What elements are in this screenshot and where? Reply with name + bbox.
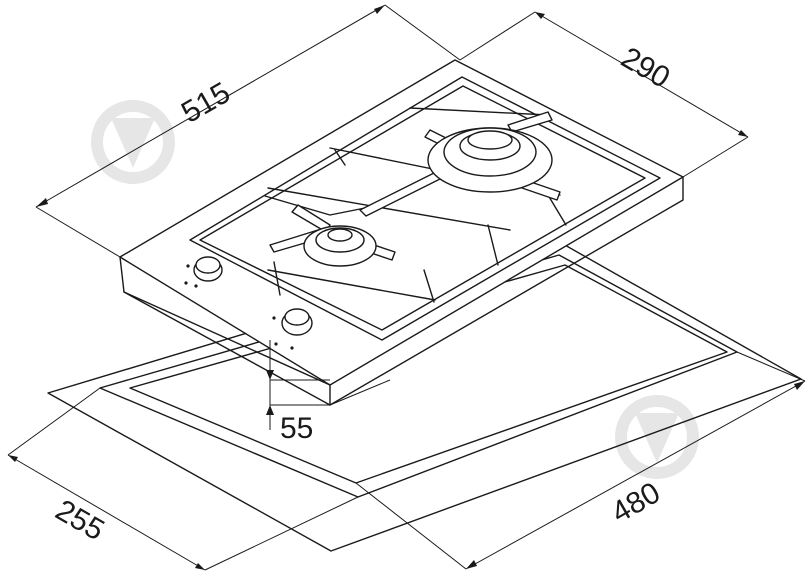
dim-label-255: 255 [50, 494, 110, 548]
control-knob-icon [272, 308, 313, 350]
burner-icon [427, 127, 553, 193]
watermark-logo-icon [91, 100, 175, 184]
burner-icon [303, 225, 377, 267]
control-knob-icon [184, 256, 223, 288]
dimension-height: 55 [266, 340, 330, 445]
dim-label-515: 515 [176, 76, 236, 130]
dim-label-480: 480 [606, 476, 666, 530]
dimension-cutout-width: 480 [355, 351, 806, 570]
dim-label-290: 290 [616, 41, 676, 95]
watermark-logo-icon [615, 395, 699, 479]
dim-label-55: 55 [280, 412, 313, 445]
